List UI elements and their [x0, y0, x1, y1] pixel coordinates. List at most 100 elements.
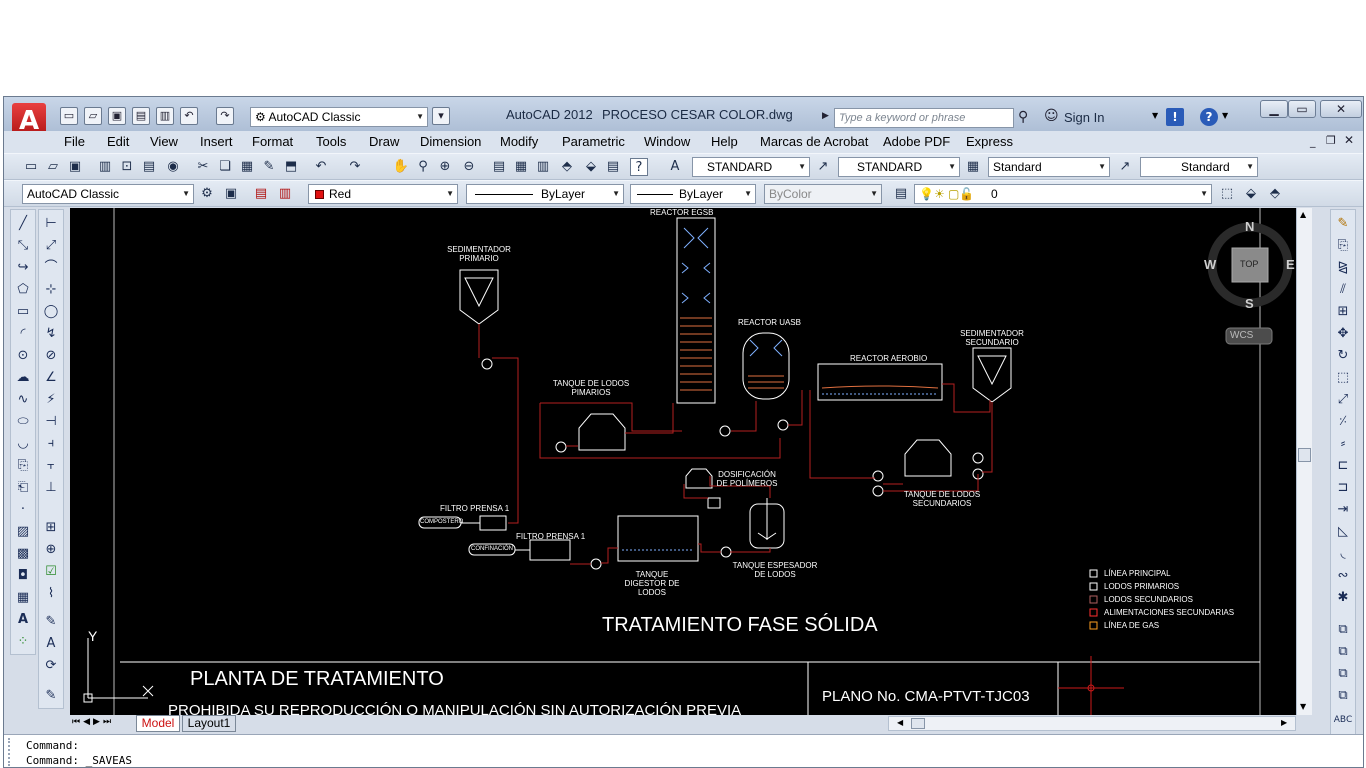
workspace-settings-icon[interactable]: ⚙	[201, 186, 213, 201]
mtext-icon[interactable]: A	[17, 612, 29, 627]
layer-previous-icon[interactable]: ⬙	[1246, 186, 1256, 201]
viewcube-east[interactable]: E	[1286, 257, 1295, 272]
chevron-down-icon[interactable]: ▼	[1152, 111, 1159, 120]
viewcube-south[interactable]: S	[1245, 296, 1254, 311]
preview-icon[interactable]: ⊡	[121, 159, 133, 174]
viewcube[interactable]	[1207, 222, 1293, 345]
maximize-button[interactable]: ▭	[1288, 100, 1316, 118]
table-icon[interactable]: ▦	[16, 590, 30, 605]
help-search-input[interactable]: Type a keyword or phrase	[834, 108, 1014, 128]
menu-view[interactable]: View	[150, 134, 178, 149]
help-tb-icon[interactable]: ?	[630, 158, 648, 176]
insert-block-icon[interactable]: ⎘	[17, 458, 29, 473]
dim-style-icon[interactable]: ↗	[817, 159, 829, 174]
draw-order-front-icon[interactable]: ⧉	[1338, 622, 1348, 637]
table-style-icon[interactable]: ▦	[966, 159, 980, 174]
zoom-realtime-icon[interactable]: ⚲	[418, 159, 428, 174]
sign-in-link[interactable]: Sign In	[1064, 110, 1105, 125]
horizontal-scroll-thumb[interactable]	[911, 718, 925, 729]
ordinate-dim-icon[interactable]: ⊹	[45, 282, 57, 297]
scroll-left-icon[interactable]: ◀	[897, 718, 904, 727]
undo-tb-icon[interactable]: ↶	[315, 159, 327, 174]
menu-express[interactable]: Express	[966, 134, 1013, 149]
trim-icon[interactable]: ⸓	[1338, 414, 1348, 429]
hatch-icon[interactable]: ▨	[16, 524, 30, 539]
redo-tb-icon[interactable]: ↷	[349, 159, 361, 174]
new-file-icon[interactable]: ▭	[60, 107, 78, 125]
text-style-icon[interactable]: A	[670, 159, 680, 174]
menu-help[interactable]: Help	[711, 134, 738, 149]
open-file-icon[interactable]: ▱	[84, 107, 102, 125]
center-mark-icon[interactable]: ⊕	[45, 542, 57, 557]
pan-icon[interactable]: ✋	[392, 159, 410, 174]
zoom-window-icon[interactable]: ⊕	[439, 159, 451, 174]
jogged-linear-icon[interactable]: ⌇	[47, 586, 55, 601]
menu-file[interactable]: File	[64, 134, 85, 149]
pdf-email-icon[interactable]: ▥	[278, 186, 292, 201]
text-style-select[interactable]: STANDARD	[692, 157, 810, 177]
make-current-icon[interactable]: ⬚	[1220, 186, 1234, 201]
layer-control[interactable]: 💡☀ ▢🔓0	[914, 184, 1212, 204]
command-grip[interactable]	[8, 738, 18, 766]
mleader-style-icon[interactable]: ↗	[1119, 159, 1131, 174]
arc-icon[interactable]: ◜	[20, 326, 26, 341]
design-center-icon[interactable]: ▦	[514, 159, 528, 174]
menu-modify[interactable]: Modify	[500, 134, 539, 149]
menu-draw[interactable]: Draw	[369, 134, 400, 149]
vertical-scrollbar[interactable]: ▲ ▼	[1296, 208, 1312, 715]
mirror-icon[interactable]: ⧎	[1337, 260, 1349, 275]
search-expand-icon[interactable]: ▶	[822, 111, 829, 121]
erase-icon[interactable]: ✎	[1337, 216, 1349, 231]
polygon-icon[interactable]: ⬠	[17, 282, 29, 297]
explode-icon[interactable]: ✱	[1337, 590, 1349, 605]
redo-icon[interactable]: ↷	[216, 107, 234, 125]
copy-icon[interactable]: ❏	[219, 159, 231, 174]
layer-properties-icon[interactable]: ▤	[894, 186, 908, 201]
make-block-icon[interactable]: ⎗	[17, 480, 29, 495]
command-input-line[interactable]: Command: _SAVEAS	[26, 754, 132, 767]
ellipse-arc-icon[interactable]: ◡	[17, 436, 29, 451]
join-icon[interactable]: ⇥	[1337, 502, 1349, 517]
undo-icon[interactable]: ↶	[180, 107, 198, 125]
menu-adobe-pdf[interactable]: Adobe PDF	[883, 134, 951, 149]
binoculars-icon[interactable]: ⚲	[1018, 109, 1029, 125]
menu-marcas-acrobat[interactable]: Marcas de Acrobat	[760, 134, 869, 149]
wcs-menu[interactable]: WCS	[1230, 330, 1254, 341]
workspace-switcher[interactable]: ⚙ AutoCAD Classic	[250, 107, 428, 127]
scroll-down-icon[interactable]: ▼	[1300, 702, 1307, 711]
ellipse-icon[interactable]: ⬭	[17, 414, 29, 429]
open-icon[interactable]: ▱	[48, 159, 58, 174]
angular-dim-icon[interactable]: ∠	[45, 370, 57, 385]
dim-text-edit-icon[interactable]: A	[46, 636, 56, 651]
vertical-scroll-thumb[interactable]	[1298, 448, 1311, 462]
save-tb-icon[interactable]: ▣	[68, 159, 82, 174]
workspace-select[interactable]: AutoCAD Classic	[22, 184, 194, 204]
menu-insert[interactable]: Insert	[200, 134, 233, 149]
rectangle-icon[interactable]: ▭	[16, 304, 30, 319]
print-icon[interactable]: ▥	[98, 159, 112, 174]
layer-states-icon[interactable]: ⬘	[1270, 186, 1280, 201]
dim-space-icon[interactable]: ⫟	[47, 458, 55, 473]
calculator-icon[interactable]: ▤	[606, 159, 620, 174]
minimize-button[interactable]: ▁	[1260, 100, 1288, 118]
send-under-icon[interactable]: ⧉	[1338, 688, 1348, 703]
qat-dropdown-icon[interactable]: ▾	[432, 107, 450, 125]
help-dropdown-icon[interactable]: ▼	[1222, 111, 1229, 120]
sheet-set-icon[interactable]: ⬘	[562, 159, 572, 174]
continue-dim-icon[interactable]: ⫞	[47, 436, 55, 451]
viewcube-top-face[interactable]: TOP	[1240, 259, 1259, 269]
help-icon[interactable]: ?	[1200, 108, 1218, 126]
fillet-icon[interactable]: ◟	[1340, 546, 1346, 561]
save-as-icon[interactable]: ▤	[132, 107, 150, 125]
paste-icon[interactable]: ▦	[240, 159, 254, 174]
break-at-point-icon[interactable]: ⊏	[1337, 458, 1349, 473]
horizontal-scrollbar[interactable]: ◀ ▶	[888, 716, 1296, 731]
menu-window[interactable]: Window	[644, 134, 691, 149]
dim-update-icon[interactable]: ⟳	[45, 658, 57, 673]
aligned-dim-icon[interactable]: ⤢	[45, 238, 57, 253]
dim-style-tool-icon[interactable]: ✎	[45, 688, 57, 703]
point-icon[interactable]: ·	[20, 502, 26, 517]
construction-line-icon[interactable]: ⤡	[17, 238, 29, 253]
menu-edit[interactable]: Edit	[107, 134, 130, 149]
revision-cloud-icon[interactable]: ☁	[16, 370, 30, 385]
